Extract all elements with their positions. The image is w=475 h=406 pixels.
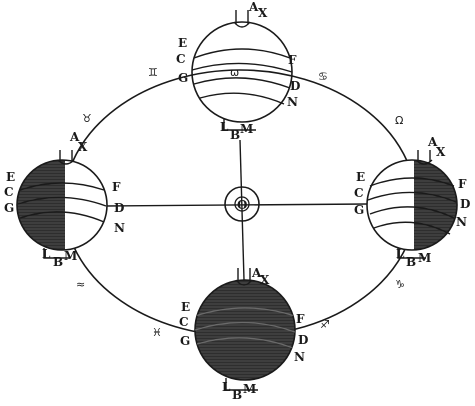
right-N-label: N (456, 215, 467, 229)
bottom-F-label: F (296, 312, 305, 326)
left-D-label: D (114, 201, 124, 215)
right-D-label: D (460, 197, 470, 211)
top-G-label: G (178, 71, 188, 85)
bottom-E-label: E (181, 300, 190, 314)
bottom-D-label: D (298, 333, 308, 347)
bottom-L-label: L (222, 380, 231, 394)
bottom-C-label: C (179, 315, 189, 329)
left-X-label: X (78, 140, 88, 154)
bottom-N-label: N (294, 350, 305, 364)
bottom-X-label: X (260, 273, 270, 287)
right-C-label: C (354, 186, 364, 200)
orbit-symbol-bottom-right: ♐ (320, 318, 330, 331)
orbit-symbol-top-left: ♊ (148, 66, 158, 79)
orbit-symbol-lower-right: ♑ (395, 278, 405, 291)
right-G-label: G (354, 203, 364, 217)
right-X-label: X (436, 145, 446, 159)
bottom-G-label: G (180, 334, 190, 348)
globe-right: A X E C G F D N L B M (354, 135, 470, 269)
orbit-symbol-upper-right: Ω (395, 114, 403, 127)
orbit-symbol-lower-left: ≈ (76, 278, 85, 291)
orbit-symbol-top-right: ♋ (318, 70, 328, 83)
left-N-label: N (114, 221, 125, 235)
top-M-label: M (240, 122, 253, 136)
orbit-symbol-upper-left: ♉ (82, 112, 92, 125)
right-B-label: B (406, 255, 416, 269)
left-C-label: C (4, 185, 14, 199)
right-M-label: M (418, 251, 431, 265)
center-label: O (237, 198, 247, 212)
right-F-label: F (458, 177, 467, 191)
left-G-label: G (4, 201, 14, 215)
left-F-label: F (112, 180, 121, 194)
left-B-label: B (53, 255, 63, 269)
top-D-label: D (290, 79, 300, 93)
left-M-label: M (64, 249, 77, 263)
top-E-label: E (178, 36, 187, 50)
globe-top: A X E C G F D N L B M ω (176, 0, 300, 142)
bottom-M-label: M (243, 382, 256, 396)
globe-left: A X E C G F D N L B M (4, 130, 125, 269)
top-N-label: N (287, 95, 298, 109)
orbit-symbol-bottom-left: ♓ (152, 326, 162, 339)
top-L-label: L (220, 120, 229, 134)
globe-bottom: A X E C G F D N L B M (179, 266, 308, 402)
top-inner-symbol: ω (230, 66, 239, 79)
bottom-B-label: B (232, 388, 242, 402)
top-C-label: C (176, 52, 186, 66)
right-E-label: E (356, 170, 365, 184)
left-E-label: E (6, 170, 15, 184)
right-L-label: L (396, 247, 405, 261)
top-B-label: B (230, 128, 240, 142)
left-L-label: L (42, 247, 51, 261)
top-X-label: X (258, 6, 268, 20)
top-F-label: F (288, 53, 297, 67)
